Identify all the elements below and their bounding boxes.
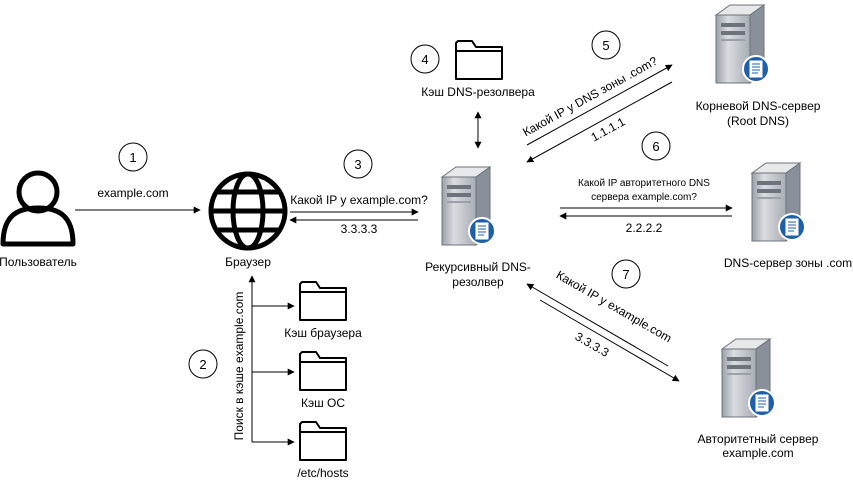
os-cache-folder-icon bbox=[299, 351, 347, 391]
auth-label-line1: Авторитетный сервер bbox=[698, 432, 819, 446]
step-3-marker: 3 bbox=[343, 149, 373, 179]
root-to-resolver-label: 1.1.1.1 bbox=[589, 114, 628, 144]
svg-text:6: 6 bbox=[652, 139, 659, 154]
resolver-label-line2: резолвер bbox=[452, 275, 504, 289]
com-to-resolver-label: 2.2.2.2 bbox=[626, 221, 663, 235]
root-server-icon bbox=[715, 4, 770, 84]
step-7-marker: 7 bbox=[611, 259, 641, 289]
user-to-browser-label: example.com bbox=[97, 186, 168, 200]
step-5-marker: 5 bbox=[591, 30, 621, 60]
resolver-to-com-label-line1: Какой IP авторитетного DNS bbox=[578, 178, 710, 189]
root-label-line1: Корневой DNS-сервер bbox=[696, 99, 821, 113]
os-cache-label: Кэш ОС bbox=[301, 396, 345, 410]
svg-text:1: 1 bbox=[129, 150, 136, 165]
svg-text:3: 3 bbox=[354, 157, 361, 172]
hosts-label: /etc/hosts bbox=[297, 466, 348, 480]
browser-cache-folder-icon bbox=[299, 281, 347, 321]
browser-label: Браузер bbox=[225, 255, 271, 269]
step-6-marker: 6 bbox=[641, 131, 671, 161]
user-label: Пользователь bbox=[0, 255, 77, 269]
browser-cache-label: Кэш браузера bbox=[284, 326, 362, 340]
hosts-folder-icon bbox=[299, 421, 347, 461]
resolver-to-auth-arrow bbox=[539, 299, 680, 382]
browser-to-resolver-label: Какой IP у example.com? bbox=[290, 193, 428, 207]
resolver-server-icon bbox=[441, 166, 496, 246]
local-lookup-label: Поиск в кэше example.com bbox=[232, 292, 246, 441]
auth-to-resolver-arrow bbox=[526, 283, 669, 367]
resolver-to-com-label-line2: сервера example.com? bbox=[591, 192, 697, 203]
step-2-marker: 2 bbox=[188, 349, 218, 379]
resolver-cache-label: Кэш DNS-резолвера bbox=[421, 85, 535, 99]
auth-to-resolver-label: 3.3.3.3 bbox=[573, 329, 612, 360]
resolver-to-root-label: Какой IP у DNS зоны .com? bbox=[520, 54, 660, 140]
resolver-to-root-arrow bbox=[526, 64, 673, 146]
com-server-label: DNS-сервер зоны .com bbox=[724, 256, 852, 270]
svg-text:2: 2 bbox=[199, 357, 206, 372]
root-to-resolver-arrow bbox=[526, 81, 673, 163]
resolver-label-line1: Рекурсивный DNS- bbox=[425, 260, 531, 274]
svg-text:4: 4 bbox=[421, 52, 428, 67]
auth-label-line2: example.com bbox=[722, 446, 793, 460]
svg-text:7: 7 bbox=[622, 267, 629, 282]
resolver-to-browser-label: 3.3.3.3 bbox=[341, 222, 378, 236]
globe-icon bbox=[208, 171, 288, 251]
user-icon bbox=[0, 170, 76, 247]
svg-text:5: 5 bbox=[602, 38, 609, 53]
auth-server-icon bbox=[721, 338, 776, 418]
root-label-line2: (Root DNS) bbox=[727, 114, 789, 128]
step-4-marker: 4 bbox=[410, 44, 440, 74]
step-1-marker: 1 bbox=[118, 142, 148, 172]
com-server-icon bbox=[751, 162, 806, 242]
resolver-cache-folder-icon bbox=[455, 40, 503, 80]
